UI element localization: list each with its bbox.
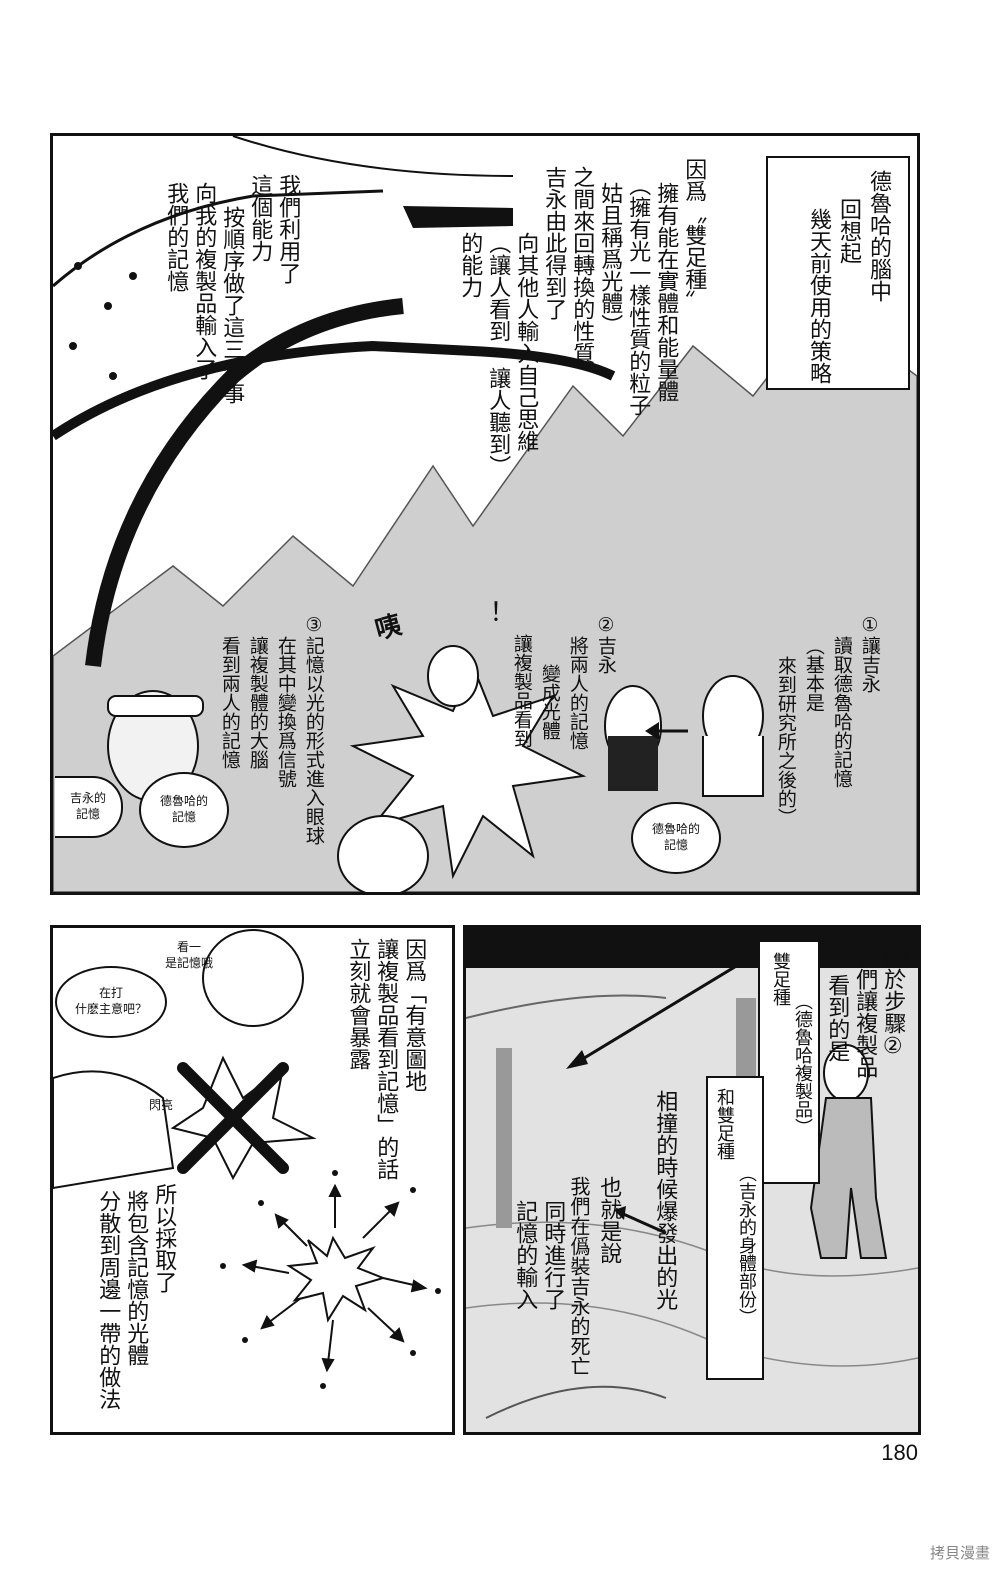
thought-bubble-druha-left: 德魯哈的 記憶 xyxy=(139,772,229,848)
step3-line-3: 在其中變換爲信號 xyxy=(274,636,297,788)
usage-line-5: 我們的記憶 xyxy=(163,182,189,292)
p3-method-line-3: 分散到周邊一帶的做法 xyxy=(95,1190,121,1410)
panel-bottom-right: 關於步驟② 我們讓複製品 看到的是 雙足種 （德魯哈複製品） 和雙足種 （吉永的… xyxy=(463,925,921,1435)
speech-top: 看一 是記憶哦 xyxy=(165,940,213,971)
step1-line-2: 讓吉永 xyxy=(858,636,881,693)
panel-bottom-right-artwork xyxy=(466,928,918,1432)
step1-line-1: ① xyxy=(858,614,881,636)
label-druha-line-2: （德魯哈複製品） xyxy=(792,992,813,1136)
thought-bubble-yoshinaga: 吉永的 記憶 xyxy=(55,776,123,838)
usage-line-2: 這個能力 xyxy=(247,174,273,262)
label-box-yoshinaga: 和雙足種 （吉永的身體部份） xyxy=(706,1076,764,1380)
usage-line-4: 向我的複製品輸入了 xyxy=(191,182,217,380)
watermark: 拷貝漫畫 xyxy=(929,1544,990,1562)
expl-line-9: 的能力 xyxy=(457,232,483,298)
speech-top-line-1: 看一 xyxy=(177,940,202,954)
speech-left-line-2: 什麽主意吧？ xyxy=(74,1002,147,1016)
sfx-exclaim: ！ xyxy=(472,600,503,626)
p4-collision-line-1: 相撞的時候爆發出的光 xyxy=(652,1090,678,1310)
label-yoshinaga-line-2: （吉永的身體部份） xyxy=(736,1164,757,1326)
panel-top-artwork xyxy=(53,136,917,892)
step3-line-4: 讓複製體的大腦 xyxy=(246,636,269,769)
thought-druha-left-line-1: 德魯哈的 xyxy=(159,794,208,809)
p4-meaning-line-4: 記憶的輸入 xyxy=(512,1200,538,1310)
p4-caption-line-1: 關於步驟② xyxy=(880,946,906,1059)
step2-line-5: 讓複製品看到 xyxy=(510,634,533,748)
panel-top: 德魯哈的腦中 回想起 幾天前使用的策略 因爲〝雙足種〞 擁有能在實體和能量體 （… xyxy=(50,133,920,895)
p4-caption-line-2: 我們讓複製品 xyxy=(852,946,878,1078)
expl-line-3: （擁有光一樣性質的粒子 xyxy=(625,174,651,416)
p4-caption-line-3: 看到的是 xyxy=(824,974,850,1062)
step2-line-2: 吉永 xyxy=(594,636,617,674)
speech-top-line-2: 是記憶哦 xyxy=(165,955,214,970)
expl-line-2: 擁有能在實體和能量體 xyxy=(653,182,679,402)
caption-line-2: 回想起 xyxy=(836,198,861,264)
step3-line-2: 記憶以光的形式進入眼球 xyxy=(302,636,325,845)
label-yoshinaga-line-1: 和雙足種 xyxy=(714,1088,735,1160)
expl-line-7: 向其他人輸入自己思維 xyxy=(513,232,539,452)
thought-druha-left-line-2: 記憶 xyxy=(171,810,196,824)
step3-line-5: 看到兩人的記憶 xyxy=(218,636,241,769)
thought-yoshinaga-line-2: 記憶 xyxy=(75,807,100,821)
p3-method-line-1: 所以採取了 xyxy=(151,1183,177,1293)
expl-line-8: （讓人看到·讓人聽到） xyxy=(485,232,511,477)
thought-yoshinaga-line-1: 吉永的 xyxy=(69,791,106,806)
step2-line-4: 變成光體 xyxy=(538,664,561,740)
label-box-druha: 雙足種 （德魯哈複製品） xyxy=(758,940,820,1184)
usage-line-1: 我們利用了 xyxy=(275,174,301,284)
p4-meaning-line-3: 同時進行了 xyxy=(540,1200,566,1310)
panel-bottom-left: 因爲「有意圖地 讓複製品看到記憶」的話 立刻就會暴露 所以採取了 將包含記憶的光… xyxy=(50,925,455,1435)
p3-expl-line-3: 立刻就會暴露 xyxy=(345,938,371,1070)
p3-expl-line-2: 讓複製品看到記憶」的話 xyxy=(373,938,399,1180)
expl-line-6: 吉永由此得到了 xyxy=(541,166,567,320)
speech-left-line-1: 在打 xyxy=(98,986,123,1001)
sfx-flash: 閃亮 xyxy=(149,1098,174,1112)
thought-bubble-druha-right: 德魯哈的 記憶 xyxy=(631,802,721,874)
caption-box: 德魯哈的腦中 回想起 幾天前使用的策略 xyxy=(766,156,910,390)
caption-line-3: 幾天前使用的策略 xyxy=(806,208,831,384)
expl-line-4: 姑且稱爲光體） xyxy=(597,182,623,336)
step2-line-3: 將兩人的記憶 xyxy=(566,636,589,750)
step3-line-1: ③ xyxy=(302,614,325,636)
step1-line-5: 來到研究所之後的） xyxy=(774,656,797,827)
usage-line-3: 按順序做了這三件事 xyxy=(219,206,245,404)
step1-line-4: （基本是 xyxy=(802,636,825,712)
p4-meaning-line-2: 我們在僞裝吉永的死亡 xyxy=(567,1176,591,1376)
p4-meaning-line-1: 也就是說 xyxy=(596,1176,622,1264)
step2-line-1: ② xyxy=(594,614,617,636)
p3-method-line-2: 將包含記憶的光體 xyxy=(123,1190,149,1366)
panel-bottom-left-artwork xyxy=(53,929,441,1389)
page-number: 180 xyxy=(881,1440,918,1465)
thought-druha-right-line-2: 記憶 xyxy=(663,838,688,852)
speech-bubble-left: 在打 什麽主意吧？ xyxy=(55,966,167,1038)
thought-druha-right-line-1: 德魯哈的 xyxy=(651,822,700,837)
expl-line-5: 之間來回轉換的性質 xyxy=(569,166,595,364)
expl-line-1: 因爲〝雙足種〞 xyxy=(681,158,707,312)
caption-line-1: 德魯哈的腦中 xyxy=(866,170,891,302)
p3-expl-line-1: 因爲「有意圖地 xyxy=(401,938,427,1092)
step1-line-3: 讀取德魯哈的記憶 xyxy=(830,636,853,788)
label-druha-line-1: 雙足種 xyxy=(770,952,791,1006)
